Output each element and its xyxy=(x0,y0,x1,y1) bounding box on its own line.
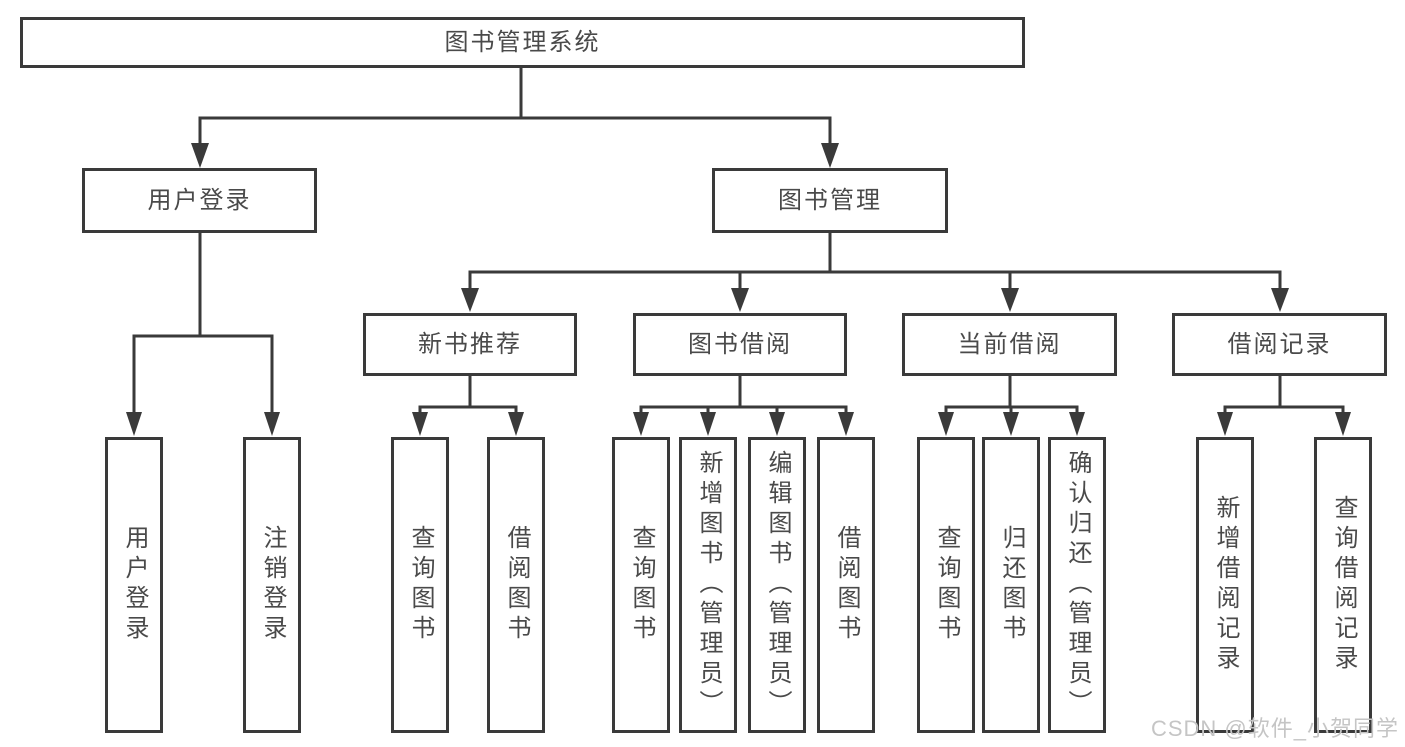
arrowhead-down-icon xyxy=(731,288,749,312)
arrowhead-down-icon xyxy=(461,288,479,312)
leaf-query-books-current: 查询图书 xyxy=(917,437,975,733)
leaf-add-books-admin: 新增图书（管理员） xyxy=(679,437,737,733)
leaf-borrow-books-borrowing: 借阅图书 xyxy=(817,437,875,733)
arrowhead-down-icon xyxy=(633,412,649,436)
connector-new-book-recommendation-to-leaves xyxy=(412,376,524,436)
csdn-watermark: CSDN @软件_小贺同学 xyxy=(1150,716,1399,741)
node-current-borrowing: 当前借阅 xyxy=(902,313,1117,376)
node-book-borrowing: 图书借阅 xyxy=(633,313,847,376)
node-library-management-system: 图书管理系统 xyxy=(20,17,1025,68)
leaf-edit-books-admin: 编辑图书（管理员） xyxy=(748,437,806,733)
leaf-query-books-borrowing: 查询图书 xyxy=(612,437,670,733)
arrowhead-down-icon xyxy=(1001,288,1019,312)
leaf-user-login: 用户登录 xyxy=(105,437,163,733)
arrowhead-down-icon xyxy=(508,412,524,436)
arrowhead-down-icon xyxy=(126,412,142,436)
node-new-book-recommendation: 新书推荐 xyxy=(363,313,577,376)
connector-borrowing-records-to-leaves xyxy=(1217,376,1351,436)
connector-book-management-to-level3 xyxy=(461,233,1289,312)
arrowhead-down-icon xyxy=(1217,412,1233,436)
connector-current-borrowing-to-leaves xyxy=(938,376,1085,436)
node-user-login: 用户登录 xyxy=(82,168,317,233)
arrowhead-down-icon xyxy=(838,412,854,436)
arrowhead-down-icon xyxy=(1335,412,1351,436)
connector-book-borrowing-to-leaves xyxy=(633,376,854,436)
connector-user-login-to-leaves xyxy=(126,233,280,436)
arrowhead-down-icon xyxy=(264,412,280,436)
arrowhead-down-icon xyxy=(938,412,954,436)
arrowhead-down-icon xyxy=(412,412,428,436)
leaf-return-books: 归还图书 xyxy=(982,437,1040,733)
arrowhead-down-icon xyxy=(1003,412,1019,436)
leaf-confirm-return-admin: 确认归还（管理员） xyxy=(1048,437,1106,733)
arrowhead-down-icon xyxy=(700,412,716,436)
arrowhead-down-icon xyxy=(769,412,785,436)
leaf-query-books-recommend: 查询图书 xyxy=(391,437,449,733)
arrowhead-down-icon xyxy=(1069,412,1085,436)
arrowhead-down-icon xyxy=(191,143,209,168)
leaf-add-borrow-record: 新增借阅记录 xyxy=(1196,437,1254,733)
node-book-management: 图书管理 xyxy=(712,168,948,233)
node-borrowing-records: 借阅记录 xyxy=(1172,313,1387,376)
leaf-borrow-books-recommend: 借阅图书 xyxy=(487,437,545,733)
connector-root-to-level2 xyxy=(191,68,839,168)
arrowhead-down-icon xyxy=(821,143,839,168)
leaf-query-borrow-record: 查询借阅记录 xyxy=(1314,437,1372,733)
arrowhead-down-icon xyxy=(1271,288,1289,312)
leaf-logout: 注销登录 xyxy=(243,437,301,733)
